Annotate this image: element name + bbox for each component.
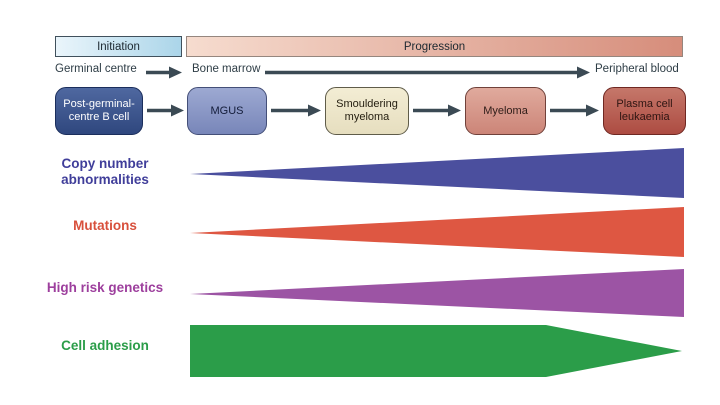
track-label-cell-adhesion: Cell adhesion (61, 338, 149, 353)
stage-label: Smouldering myeloma (336, 98, 398, 123)
stage-box-post-germinal-centre-b-cell: Post-germinal- centre B cell (55, 87, 143, 135)
copy-number-increasing-wedge (190, 148, 684, 198)
track-label-copy-number-abnormalities: Copy number abnormalities (61, 156, 149, 187)
stage-box-smouldering-myeloma: Smouldering myeloma (325, 87, 409, 135)
phase-label-initiation: Initiation (97, 40, 140, 53)
phase-label-progression: Progression (403, 40, 466, 53)
phase-bar-progression: Progression (186, 36, 683, 57)
location-bone-marrow: Bone marrow (192, 63, 261, 75)
right-arrow-icon (147, 104, 184, 117)
track-label-mutations: Mutations (73, 218, 137, 233)
stage-label: Plasma cell leukaemia (616, 98, 673, 123)
phase-bar-initiation: Initiation (55, 36, 182, 57)
right-arrow-icon (146, 66, 182, 79)
stage-label: Post-germinal- centre B cell (63, 98, 135, 123)
mutations-increasing-wedge (190, 207, 684, 257)
location-peripheral-blood: Peripheral blood (595, 63, 679, 75)
stage-box-myeloma: Myeloma (465, 87, 546, 135)
track-label-high-risk-genetics: High risk genetics (46, 280, 164, 295)
right-arrow-icon (413, 104, 461, 117)
stage-box-mgus: MGUS (187, 87, 267, 135)
stage-label: Myeloma (483, 104, 528, 117)
stage-label: MGUS (210, 104, 244, 117)
cell-adhesion-arrow-shape (190, 325, 682, 377)
location-germinal-centre: Germinal centre (55, 63, 137, 75)
stage-box-plasma-cell-leukaemia: Plasma cell leukaemia (603, 87, 686, 135)
right-arrow-icon (265, 66, 590, 79)
right-arrow-icon (271, 104, 321, 117)
high-risk-genetics-increasing-wedge (190, 269, 684, 317)
right-arrow-icon (550, 104, 599, 117)
